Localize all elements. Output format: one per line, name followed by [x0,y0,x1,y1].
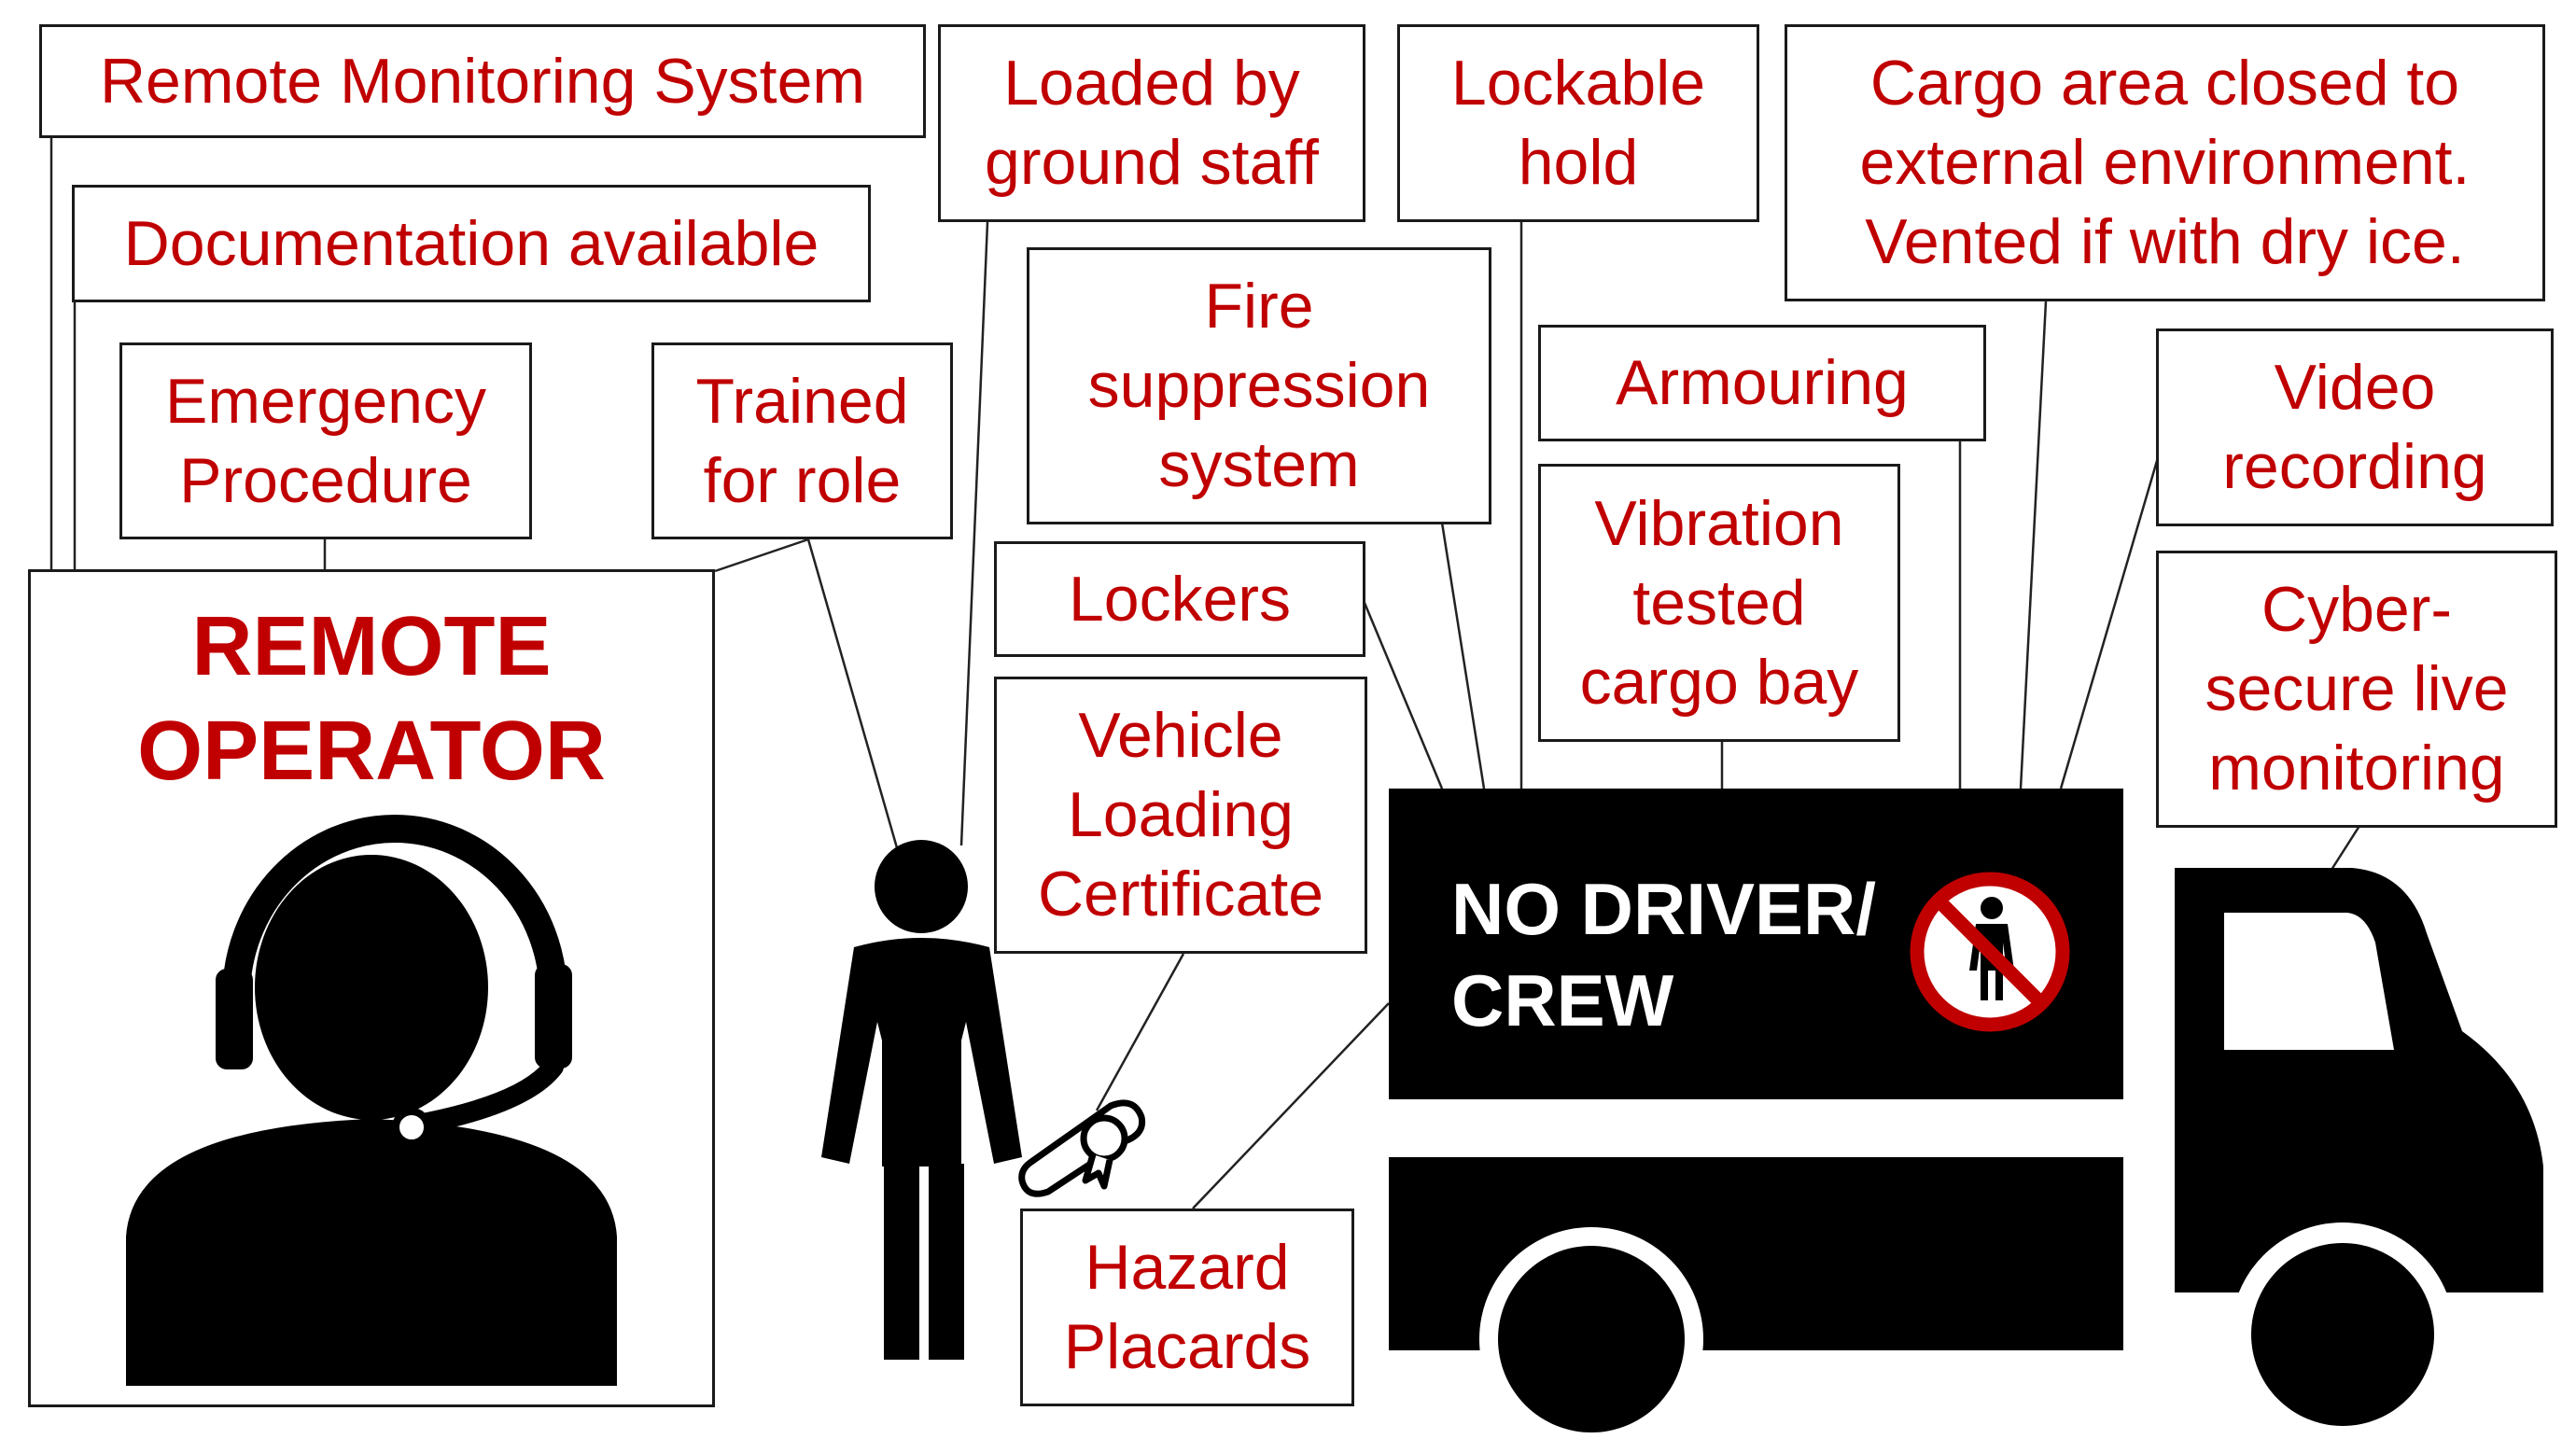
person-icon [821,840,1022,1360]
connector-lockers [1363,602,1444,789]
label-remote-monitoring-system: Remote Monitoring System [39,24,926,138]
connector-loaded-by-staff [959,221,989,846]
label-fire-suppression-system: Fire suppression system [1027,247,1491,524]
label-hazard-placards: Hazard Placards [1020,1209,1354,1406]
connector-cyber-secure [2330,825,2361,871]
label-armouring: Armouring [1538,325,1986,441]
label-lockers: Lockers [994,541,1365,657]
remote-operator-title: REMOTE OPERATOR [137,600,606,798]
no-person-sign-icon [1910,872,2070,1032]
cab-window [2224,913,2394,1050]
label-cyber-secure-live-monitoring: Cyber- secure live monitoring [2156,551,2557,828]
connector-cargo-area-closed [2019,300,2048,789]
headset-operator-icon [126,815,617,1386]
label-vehicle-loading-certificate: Vehicle Loading Certificate [994,677,1367,954]
label-lockable-hold: Lockable hold [1397,24,1759,222]
label-video-recording: Video recording [2156,328,2554,526]
certificate-scroll-icon [1018,1099,1146,1197]
remote-operator-panel: REMOTE OPERATOR [28,569,715,1407]
connector-video-recording [2059,438,2165,789]
no-driver-crew-banner: NO DRIVER/ CREW [1451,868,1877,1041]
label-vibration-tested-cargo-bay: Vibration tested cargo bay [1538,464,1900,742]
connector-fire-suppression [1440,522,1486,789]
connector-hazard-placards [1192,1002,1390,1209]
connector-trained-for-role [806,538,900,852]
connector-vehicle-certificate [1095,953,1185,1111]
label-loaded-by-ground-staff: Loaded by ground staff [938,24,1365,222]
label-trained-for-role: Trained for role [651,342,953,539]
label-documentation-available: Documentation available [72,185,871,302]
label-emergency-procedure: Emergency Procedure [119,342,532,539]
label-cargo-area-closed: Cargo area closed to external environmen… [1785,24,2545,301]
connector-operator-to-role [714,538,809,573]
